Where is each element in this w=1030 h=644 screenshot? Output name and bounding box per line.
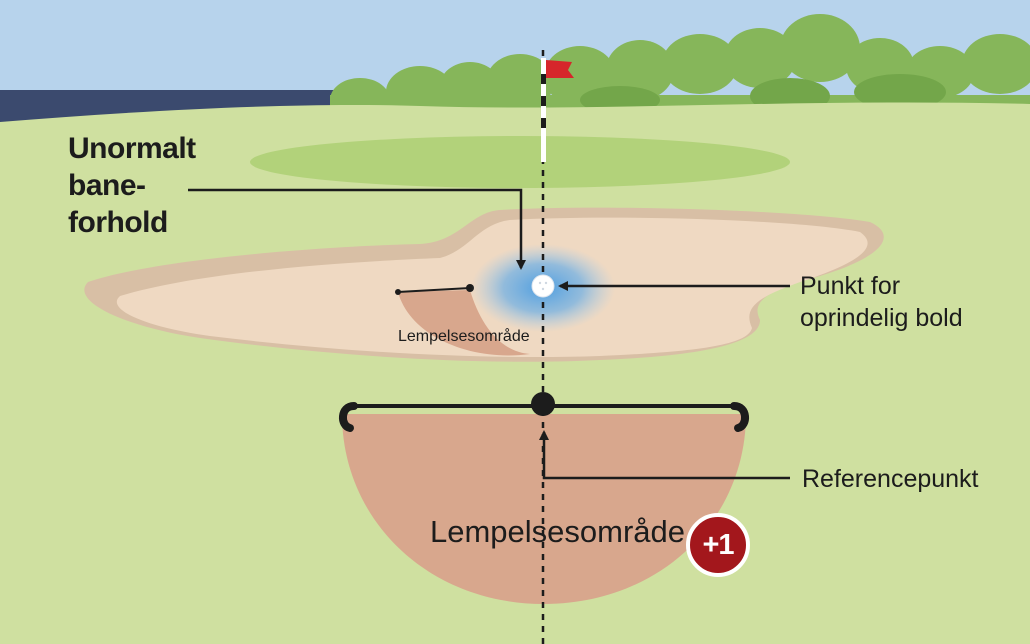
small-relief-end-left <box>395 289 401 295</box>
relief-width-cap-left <box>339 402 358 432</box>
golf-ball-icon <box>531 274 555 298</box>
small-relief-line <box>397 287 471 293</box>
reference-point-label: Referencepunkt <box>802 465 979 493</box>
abnormal-condition-arrow <box>188 188 526 270</box>
abnormal-condition-line-1: Unormalt <box>68 132 196 165</box>
original-ball-label: Punkt for oprindelig bold <box>800 270 963 334</box>
flag-icon <box>541 58 574 162</box>
abnormal-condition-line-2: bane- <box>68 169 146 202</box>
original-ball-line-1: Punkt for <box>800 272 901 300</box>
reference-point-arrow <box>539 430 790 480</box>
reference-point <box>531 392 555 416</box>
putting-green <box>250 136 790 188</box>
large-relief-area-label: Lempelsesområde <box>430 514 686 549</box>
penalty-badge-icon: +1 <box>686 513 750 577</box>
original-ball-line-2: oprindelig bold <box>800 304 963 332</box>
small-relief-area <box>398 290 530 356</box>
relief-width-cap-right <box>730 402 749 432</box>
abnormal-condition-line-3: forhold <box>68 206 168 239</box>
abnormal-condition-label: Unormalt bane- forhold <box>68 130 196 241</box>
small-relief-area-label: Lempelsesområde <box>398 328 530 345</box>
